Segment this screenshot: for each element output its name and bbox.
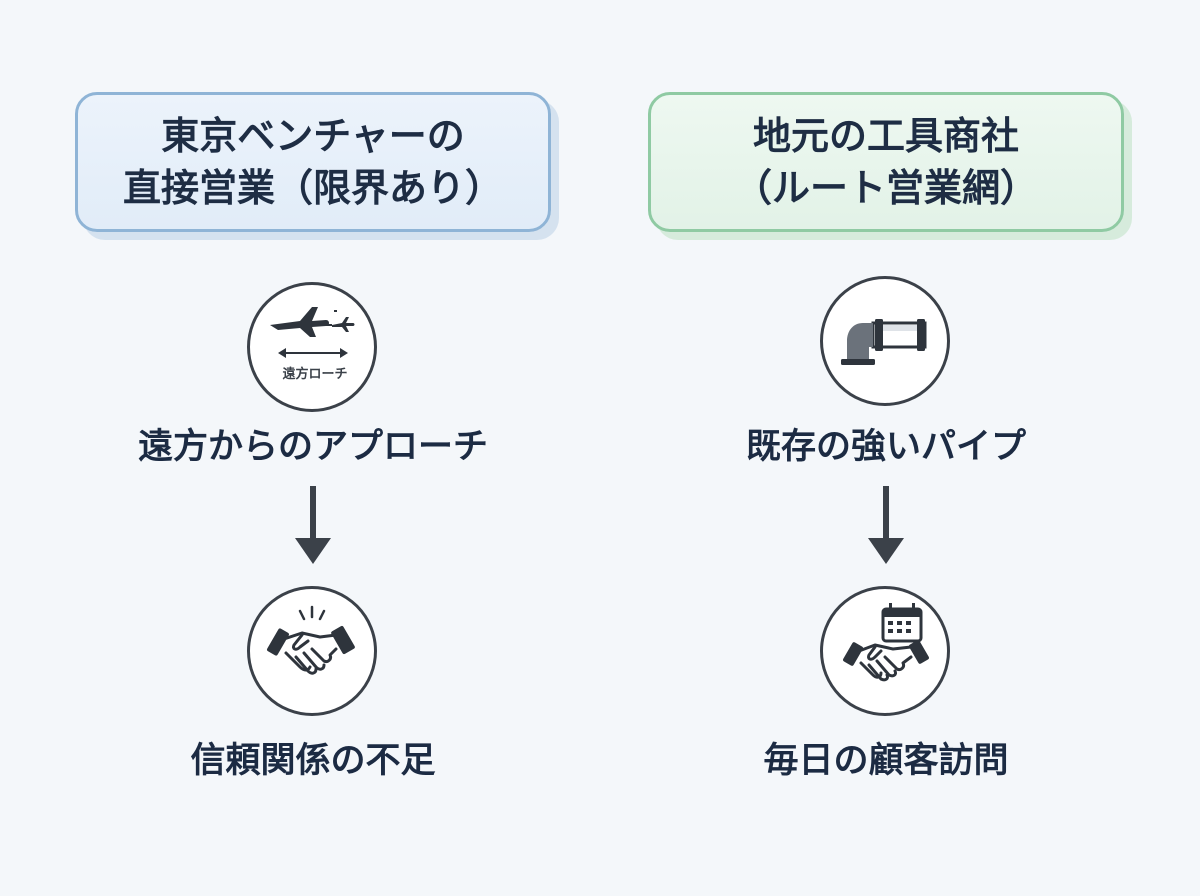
right-header-line1: 地元の工具商社 [752, 114, 1019, 158]
calendar-handshake-icon [820, 586, 950, 716]
arrow-down-icon [295, 486, 331, 564]
right-header-box: 地元の工具商社 （ルート営業網） [648, 92, 1124, 232]
left-header-line1: 東京ベンチャーの [161, 114, 465, 158]
left-step1-label: 遠方からのアプローチ [137, 427, 488, 467]
right-step1-label: 既存の強いパイプ [745, 427, 1026, 467]
left-header-box: 東京ベンチャーの 直接営業（限界あり） [75, 92, 551, 232]
arrow-down-icon [868, 486, 904, 564]
left-column: 東京ベンチャーの 直接営業（限界あり） 遠方ローチ 遠方からのアプローチ [75, 0, 555, 896]
pipe-icon [820, 276, 950, 406]
handshake-icon [247, 586, 377, 716]
left-header-line2: 直接営業（限界あり） [122, 166, 503, 210]
right-column: 地元の工具商社 （ルート営業網） 既存の強いパイプ [648, 0, 1128, 896]
airplane-icon-caption: 遠方ローチ [282, 367, 348, 382]
airplane-icon: 遠方ローチ [247, 282, 377, 412]
right-header-line2: （ルート営業網） [733, 166, 1038, 210]
left-step2-label: 信頼関係の不足 [190, 741, 436, 781]
right-step2-label: 毎日の顧客訪問 [763, 741, 1009, 781]
